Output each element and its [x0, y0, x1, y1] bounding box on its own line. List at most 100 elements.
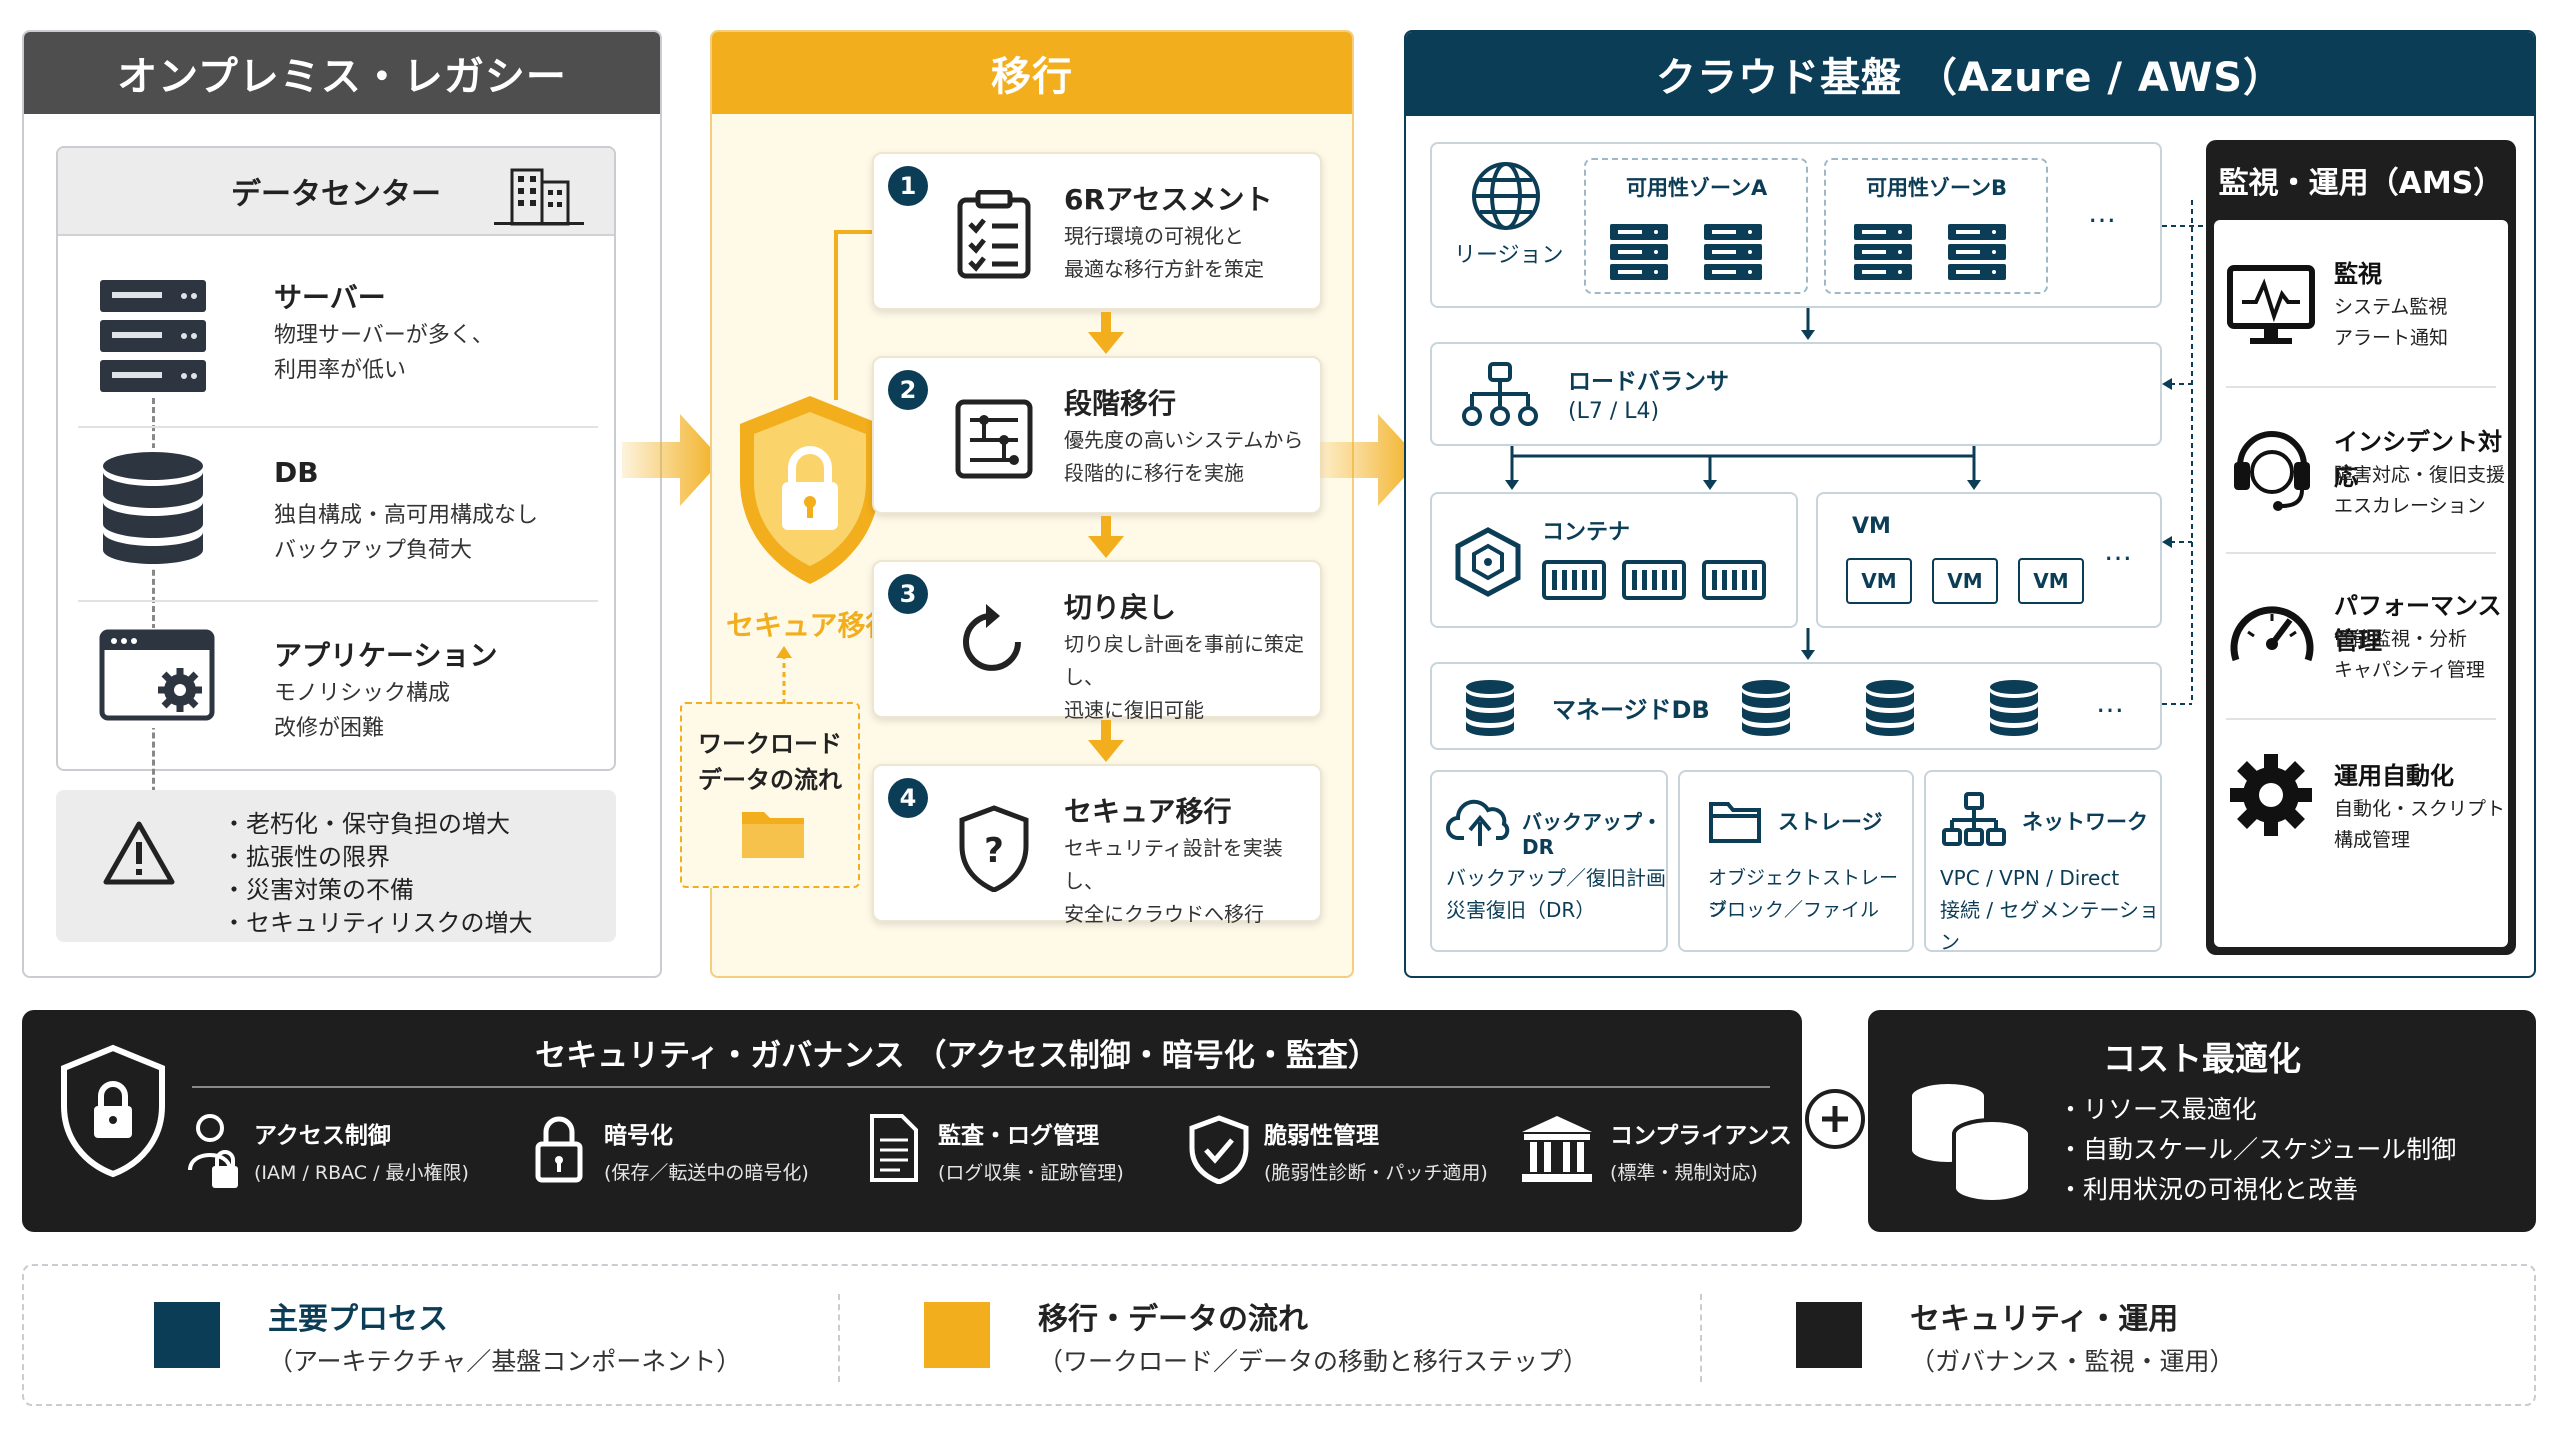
- ams-title: 監視・運用（AMS）: [2218, 166, 2504, 201]
- gauge-icon: [2230, 606, 2314, 662]
- step-number: 2: [888, 370, 928, 410]
- headset-icon: [2234, 431, 2310, 511]
- ams-item-desc: 構成管理: [2334, 829, 2411, 851]
- backup-desc-1: バックアップ／復旧計画: [1446, 866, 1666, 890]
- cost-item: ・リソース最適化: [2058, 1095, 2257, 1124]
- region-box: リージョン 可用性ゾーンA 可用性ゾーンB …: [1430, 142, 2162, 308]
- legend: 主要プロセス （アーキテクチャ／基盤コンポーネント） 移行・データの流れ （ワー…: [22, 1264, 2536, 1406]
- legend-desc: （ワークロード／データの移動と移行ステップ）: [1038, 1347, 1589, 1376]
- storage-desc-1: オブジェクトストレージ: [1708, 867, 1899, 921]
- ams-item-desc: キャパシティ管理: [2334, 659, 2485, 681]
- lock-icon: [535, 1116, 583, 1183]
- db-stack-icon: [1466, 680, 1514, 736]
- app-title: アプリケーション: [274, 639, 498, 672]
- step-desc-2: 安全にクラウドへ移行: [1064, 902, 1264, 926]
- step-arrow-down-icon: [1088, 516, 1124, 558]
- workload-line-1: ワークロード: [698, 730, 842, 758]
- step-desc: 切り戻し計画を事前に策定し、迅速に復旧可能: [1064, 628, 1320, 727]
- app-desc-2: 改修が困難: [274, 716, 385, 741]
- vm-chip: VM: [1932, 558, 1998, 604]
- ams-item-desc: エスカレーション: [2334, 495, 2486, 517]
- monitor-icon: [2227, 265, 2315, 344]
- cloud-header: クラウド基盤 （Azure / AWS）: [1406, 32, 2534, 116]
- container-hex-icon: [1455, 527, 1521, 597]
- user-lock-icon: [188, 1114, 238, 1188]
- separator: [2226, 552, 2496, 554]
- cloud-title: クラウド基盤 （Azure / AWS）: [1655, 55, 2285, 101]
- ams-item-title: 監視: [2334, 260, 2382, 288]
- more-ellipsis: …: [2104, 534, 2134, 567]
- separator: [2226, 386, 2496, 388]
- legend-swatch-migration: [924, 1302, 990, 1368]
- security-governance-box: セキュリティ・ガバナンス （アクセス制御・暗号化・監査） アクセス制御 (IAM…: [22, 1010, 1802, 1232]
- issue-item: ・災害対策の不備: [222, 876, 414, 904]
- backup-dr-box: バックアップ・DR バックアップ／復旧計画 災害復旧（DR）: [1430, 770, 1668, 952]
- issues-list: ・老朽化・保守負担の増大 ・拡張性の限界 ・災害対策の不備 ・セキュリティリスク…: [222, 808, 533, 940]
- storage-title: ストレージ: [1778, 810, 1883, 834]
- legacy-header: オンプレミス・レガシー: [24, 32, 660, 114]
- ams-item-desc: 自動化・スクリプト: [2334, 798, 2506, 820]
- separator: [78, 600, 598, 602]
- connector-arrows: [1505, 446, 1981, 490]
- legend-swatch-security: [1796, 1302, 1862, 1368]
- managed-db-label: マネージドDB: [1552, 696, 1710, 724]
- datacenter-box: データセンター サーバー 物理サーバーが多く、 利用率が低い DB 独自構成・高…: [56, 146, 616, 838]
- load-balancer-box: ロードバランサ (L7 / L4): [1430, 342, 2162, 446]
- ams-panel: 監視・運用（AMS） 監視 システム監視 アラート通知 インシデント対応 障害対…: [2206, 140, 2516, 955]
- legend-title: セキュリティ・運用: [1910, 1302, 2179, 1337]
- security-item-title: 監査・ログ管理: [938, 1123, 1099, 1149]
- issue-item: ・老朽化・保守負担の増大: [222, 810, 510, 838]
- storage-desc-2: ブロック／ファイル: [1708, 899, 1880, 921]
- checklist-icon: [957, 190, 1031, 279]
- az-a-box: 可用性ゾーンA: [1584, 158, 1808, 294]
- separator: [2226, 718, 2496, 720]
- security-item-title: 脆弱性管理: [1264, 1123, 1379, 1149]
- step-desc-1: 優先度の高いシステムから: [1064, 428, 1304, 452]
- institution-icon: [1522, 1116, 1592, 1182]
- shield-check-icon: [1189, 1115, 1249, 1184]
- db-stack-icon: [1742, 680, 1790, 736]
- step-card-3: 3 切り戻し 切り戻し計画を事前に策定し、迅速に復旧可能: [872, 560, 1322, 722]
- container-block-icon: [1542, 560, 1606, 600]
- container-label: コンテナ: [1542, 520, 1631, 545]
- legend-title: 主要プロセス: [268, 1302, 448, 1337]
- server-title: サーバー: [274, 281, 386, 314]
- step-number: 1: [888, 166, 928, 206]
- legend-title: 移行・データの流れ: [1038, 1302, 1308, 1337]
- step-card-4: 4 ? セキュア移行 セキュリティ設計を実装し、安全にクラウドへ移行: [872, 764, 1322, 926]
- lb-title: ロードバランサ: [1568, 369, 1729, 395]
- lb-sub: (L7 / L4): [1568, 399, 1660, 424]
- document-icon: [870, 1114, 918, 1182]
- security-item-desc: (標準・規制対応): [1610, 1162, 1758, 1184]
- db-title: DB: [274, 456, 319, 489]
- server-mini-icon: [1610, 224, 1668, 280]
- coins-icon: [1908, 1080, 2032, 1204]
- migration-header: 移行: [712, 32, 1352, 114]
- server-mini-icon: [1854, 224, 1912, 280]
- step-desc-1: 切り戻し計画を事前に策定し、: [1064, 632, 1304, 689]
- ams-item-desc: 性能監視・分析: [2334, 628, 2468, 650]
- issue-item: ・拡張性の限界: [222, 843, 390, 871]
- server-desc-1: 物理サーバーが多く、: [274, 323, 494, 348]
- svg-text:?: ?: [984, 831, 1004, 871]
- security-item-desc: (保存／転送中の暗号化): [604, 1162, 809, 1184]
- step-desc-2: 迅速に復旧可能: [1064, 698, 1204, 722]
- security-item-desc: (IAM / RBAC / 最小権限): [254, 1162, 469, 1184]
- step-card-1: 1 6Rアセスメント 現行環境の可視化と最適な移行方針を策定: [872, 152, 1322, 310]
- cost-item: ・利用状況の可視化と改善: [2058, 1175, 2359, 1204]
- step-desc: セキュリティ設計を実装し、安全にクラウドへ移行: [1064, 832, 1320, 931]
- workload-up-arrow: [776, 646, 792, 704]
- db-stack-icon: [1866, 680, 1914, 736]
- more-ellipsis: …: [2096, 686, 2126, 719]
- vm-chip: VM: [1846, 558, 1912, 604]
- step-card-2: 2 段階移行 優先度の高いシステムから段階的に移行を実施: [872, 356, 1322, 514]
- container-box: コンテナ: [1430, 492, 1798, 628]
- step-arrow-down-icon: [1088, 312, 1124, 354]
- az-b-label: 可用性ゾーンB: [1866, 176, 2007, 200]
- flow-arrow-right-icon: [622, 414, 722, 506]
- security-item-desc: (ログ収集・証跡管理): [938, 1162, 1124, 1184]
- step-number: 4: [888, 778, 928, 818]
- rollback-icon: [963, 604, 1021, 671]
- server-rack-icon: [98, 276, 208, 396]
- step-desc-2: 最適な移行方針を策定: [1064, 257, 1264, 281]
